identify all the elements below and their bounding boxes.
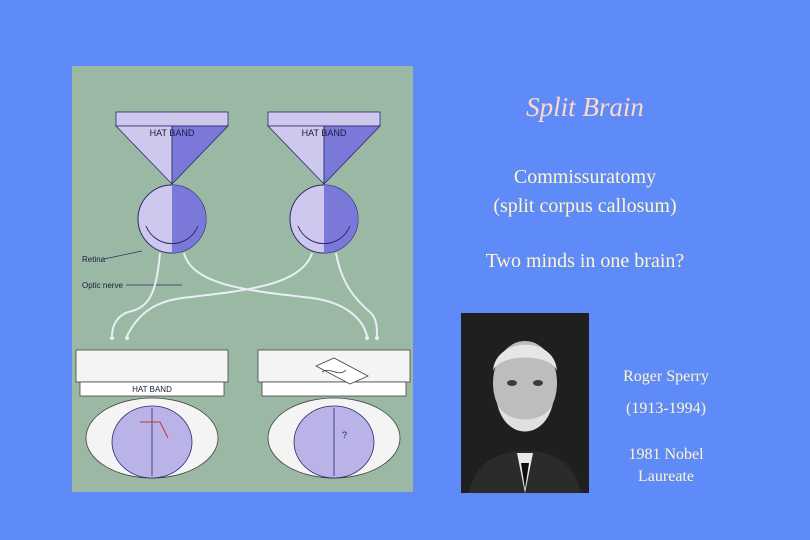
hat-band-label-2: HAT BAND [302,128,347,138]
hat-band-label-3: HAT BAND [132,385,172,394]
right-visual-field: HAT BAND [267,111,381,254]
left-head-scene: HAT BAND [75,349,229,479]
beard [497,403,553,432]
slide-subtitle: Commissuratomy (split corpus callosum) [440,163,730,221]
portrait-photo [461,313,589,493]
optic-nerve-label: Optic nerve [82,281,123,290]
slide-question: Two minds in one brain? [485,250,685,272]
split-brain-diagram: HAT BAND HAT BAND Retina Optic nerve HAT… [72,66,413,492]
caption-nobel-line-2: Laureate [638,468,694,485]
question-mark: ? [342,430,347,440]
hat-band-label-1: HAT BAND [150,128,195,138]
left-eye-right-half [172,185,206,253]
written-note [315,357,369,385]
tie [521,463,529,489]
optic-nerves [111,252,378,337]
retina-label: Retina [82,255,106,264]
left-visual-field: HAT BAND [115,111,229,254]
subtitle-line-1: Commissuratomy [513,166,657,188]
face [493,341,557,425]
right-eye-right-half [324,185,358,253]
caption-nobel: 1981 Nobel Laureate [596,444,736,488]
subtitle-line-2: (split corpus callosum) [493,195,677,217]
caption-years: (1913-1994) [626,400,706,417]
slide-title: Split Brain [526,92,644,122]
caption-name: Roger Sperry [623,368,709,385]
caption-nobel-line-1: 1981 Nobel [628,446,704,463]
hair [493,344,557,371]
right-head-scene: ? [257,349,411,479]
